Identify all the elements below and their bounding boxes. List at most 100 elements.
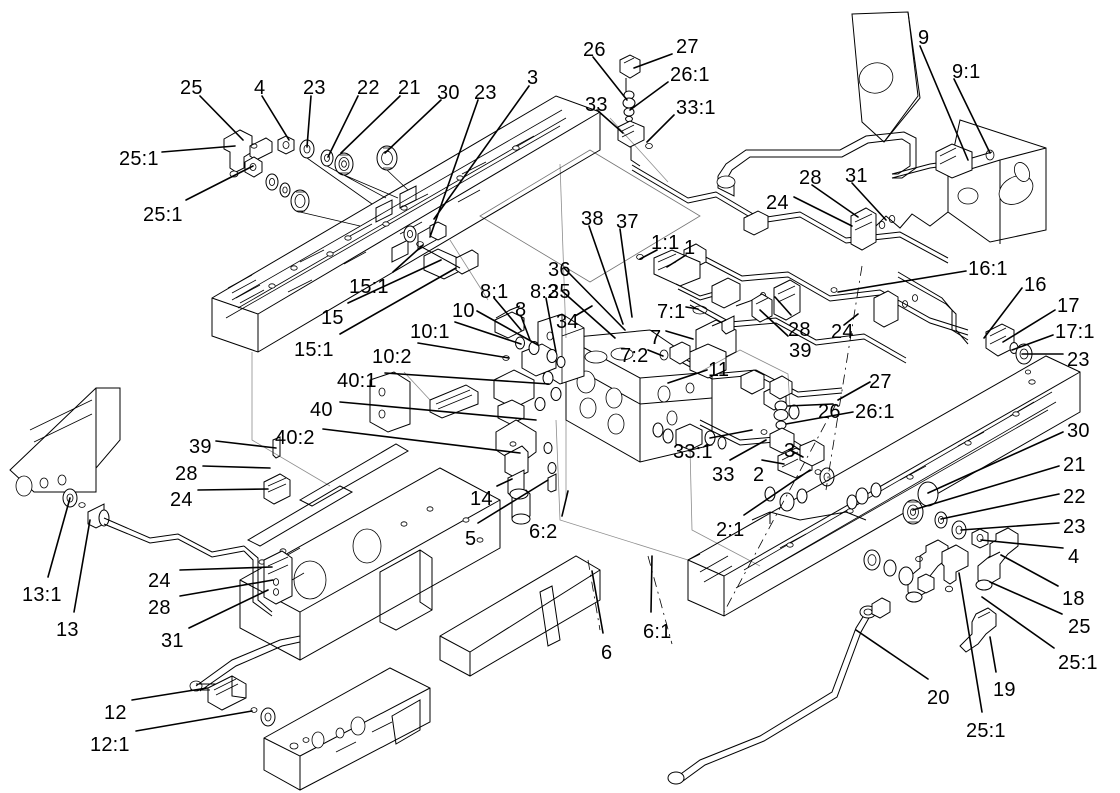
leader-line xyxy=(215,440,277,449)
callout-label[interactable]: 8:1 xyxy=(480,281,509,303)
callout-label[interactable]: 26:1 xyxy=(855,401,895,423)
callout-label[interactable]: 28 xyxy=(148,597,171,619)
callout-label[interactable]: 33:1 xyxy=(676,97,716,119)
callout-label[interactable]: 35 xyxy=(548,281,571,303)
callout-label[interactable]: 33 xyxy=(585,94,608,116)
callout-label[interactable]: 36 xyxy=(548,259,571,281)
callout-label[interactable]: 11 xyxy=(708,359,730,381)
callout-label[interactable]: 20 xyxy=(927,687,950,709)
leader-line xyxy=(837,270,967,293)
callout-label[interactable]: 16:1 xyxy=(968,258,1008,280)
callout-label[interactable]: 40:2 xyxy=(275,427,315,449)
callout-label[interactable]: 26 xyxy=(818,401,841,423)
callout-label[interactable]: 1 xyxy=(684,237,696,259)
leader-line xyxy=(454,321,522,345)
callout-label[interactable]: 24 xyxy=(148,570,171,592)
left-upper-frame-rail xyxy=(211,95,601,353)
callout-label[interactable]: 23 xyxy=(1067,349,1090,371)
leader-line xyxy=(596,109,624,134)
callout-label[interactable]: 24 xyxy=(831,321,854,343)
callout-label[interactable]: 17 xyxy=(1057,295,1080,317)
callout-label[interactable]: 7:1 xyxy=(657,301,686,323)
leader-line xyxy=(983,287,1023,339)
callout-label[interactable]: 15:1 xyxy=(349,276,389,298)
callout-label[interactable]: 27 xyxy=(869,371,892,393)
callout-label[interactable]: 1:1 xyxy=(651,232,680,254)
callout-label[interactable]: 26:1 xyxy=(670,64,710,86)
callout-label[interactable]: 12 xyxy=(104,702,127,724)
callout-label[interactable]: 3 xyxy=(784,440,796,462)
callout-label[interactable]: 30 xyxy=(1067,420,1090,442)
callout-label[interactable]: 8:2 xyxy=(530,281,559,303)
callout-label[interactable]: 15:1 xyxy=(294,339,334,361)
callout-label[interactable]: 21 xyxy=(1063,454,1086,476)
callout-label[interactable]: 10:1 xyxy=(410,321,450,343)
leader-line xyxy=(774,296,792,316)
callout-label[interactable]: 38 xyxy=(581,208,604,230)
callout-label[interactable]: 16 xyxy=(1024,274,1047,296)
callout-label[interactable]: 22 xyxy=(1063,486,1086,508)
callout-label[interactable]: 8 xyxy=(515,299,527,321)
callout-label[interactable]: 26 xyxy=(583,39,606,61)
leader-line xyxy=(131,687,208,701)
callout-label[interactable]: 25:1 xyxy=(143,204,183,226)
callout-label[interactable]: 7:2 xyxy=(620,345,649,367)
callout-label[interactable]: 28 xyxy=(175,463,198,485)
callout-label[interactable]: 13 xyxy=(56,619,79,641)
leader-line xyxy=(789,449,804,458)
callout-label[interactable]: 23 xyxy=(303,77,326,99)
callout-label[interactable]: 17:1 xyxy=(1055,321,1095,343)
callout-label[interactable]: 30 xyxy=(437,82,460,104)
callout-label[interactable]: 23 xyxy=(474,82,497,104)
callout-label[interactable]: 9:1 xyxy=(952,61,981,83)
callout-label[interactable]: 23 xyxy=(1063,516,1086,538)
callout-label[interactable]: 3 xyxy=(527,67,539,89)
callout-label[interactable]: 33:1 xyxy=(673,441,713,463)
callout-label[interactable]: 40 xyxy=(310,399,333,421)
callout-label[interactable]: 25:1 xyxy=(1058,652,1098,674)
callout-label[interactable]: 4 xyxy=(1068,546,1080,568)
callout-label[interactable]: 28 xyxy=(788,319,811,341)
callout-label[interactable]: 39 xyxy=(789,340,812,362)
callout-label[interactable]: 7 xyxy=(650,327,662,349)
callout-label[interactable]: 9 xyxy=(918,27,930,49)
leader-line xyxy=(665,330,694,340)
callout-label[interactable]: 6 xyxy=(601,642,613,664)
callout-label[interactable]: 12:1 xyxy=(90,734,130,756)
callout-label[interactable]: 13:1 xyxy=(22,584,62,606)
callout-label[interactable]: 37 xyxy=(616,211,639,233)
callout-label[interactable]: 21 xyxy=(398,77,421,99)
callout-label[interactable]: 31 xyxy=(845,165,868,187)
callout-label[interactable]: 14 xyxy=(470,488,493,510)
leader-line xyxy=(1002,309,1056,343)
callout-label[interactable]: 39 xyxy=(189,436,212,458)
callout-label[interactable]: 27 xyxy=(676,36,699,58)
callout-label[interactable]: 25:1 xyxy=(966,720,1006,742)
callout-label[interactable]: 28 xyxy=(799,167,822,189)
leader-line xyxy=(667,369,708,384)
callout-label[interactable]: 25:1 xyxy=(119,148,159,170)
callout-label[interactable]: 18 xyxy=(1062,588,1085,610)
callout-label[interactable]: 10:2 xyxy=(372,346,412,368)
callout-label[interactable]: 19 xyxy=(993,679,1016,701)
callout-label[interactable]: 24 xyxy=(766,192,789,214)
callout-label[interactable]: 40:1 xyxy=(337,370,377,392)
callout-label[interactable]: 5 xyxy=(465,528,477,550)
callout-label[interactable]: 6:1 xyxy=(643,621,672,643)
callout-label[interactable]: 22 xyxy=(357,77,380,99)
callout-label[interactable]: 33 xyxy=(712,464,735,486)
callout-label[interactable]: 2:1 xyxy=(716,519,745,541)
fastener-stack-upper-left xyxy=(223,129,409,227)
callout-label[interactable]: 2 xyxy=(753,464,765,486)
callout-label[interactable]: 25 xyxy=(1068,616,1091,638)
callout-label[interactable]: 24 xyxy=(170,489,193,511)
callout-label[interactable]: 25 xyxy=(180,77,203,99)
callout-label[interactable]: 34 xyxy=(556,311,579,333)
callout-label[interactable]: 15 xyxy=(321,307,344,329)
callout-label[interactable]: 31 xyxy=(161,630,184,652)
leader-line xyxy=(591,570,604,634)
leader-line xyxy=(202,465,271,469)
callout-label[interactable]: 4 xyxy=(254,77,266,99)
callout-label[interactable]: 10 xyxy=(452,300,475,322)
callout-label[interactable]: 6:2 xyxy=(529,521,558,543)
